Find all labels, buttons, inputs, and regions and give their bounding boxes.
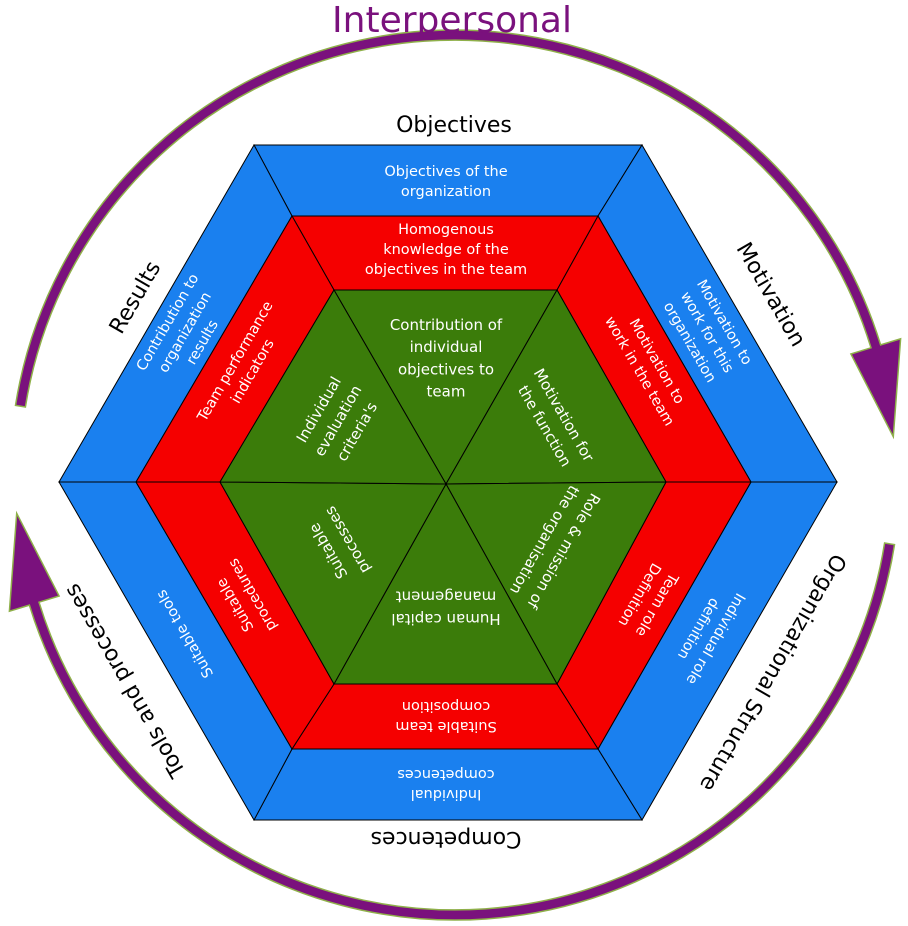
outer-ring-label-bottom: Individual competences bbox=[397, 766, 494, 802]
segment-label-line: Contribution of bbox=[390, 316, 503, 334]
inner-core-label-top: Contribution of individual objectives to te… bbox=[390, 316, 503, 400]
middle-ring bbox=[135, 214, 752, 750]
outer-ring-label-top: Objectives of the organization bbox=[384, 164, 507, 200]
middle-ring-label-bottom: Suitable team composition bbox=[395, 698, 496, 734]
cycle-arrows bbox=[8, 29, 902, 921]
outer-ring-bottom bbox=[253, 748, 643, 821]
middle-ring-label-top: Homogenous knowledge of the objectives in … bbox=[365, 222, 527, 278]
segment-label-line: objectives to bbox=[398, 360, 494, 378]
outer-ring-top bbox=[253, 144, 643, 217]
segment-label-line: Objectives of the bbox=[384, 164, 507, 180]
inner-core-top-left bbox=[219, 289, 447, 485]
cycle-arrow-upper bbox=[14, 29, 902, 440]
segment-label-line: Human capital bbox=[391, 610, 500, 628]
inner-core-label-bottom: Human capital management bbox=[391, 588, 500, 628]
axis-label-competences: Competences bbox=[371, 826, 522, 851]
outer-ring bbox=[58, 143, 838, 822]
inner-core bbox=[219, 288, 667, 686]
diagram-title: Interpersonal bbox=[332, 0, 572, 41]
cycle-arrow-lower bbox=[8, 510, 896, 921]
middle-ring-bottom bbox=[291, 683, 599, 750]
segment-label-line: objectives in the team bbox=[365, 262, 527, 278]
segment-label-line: organization bbox=[401, 184, 491, 200]
segment-label-line: team bbox=[427, 382, 466, 400]
segment-label-line: composition bbox=[402, 698, 490, 714]
segment-label-line: management bbox=[396, 588, 497, 606]
axis-label-objectives: Objectives bbox=[396, 113, 512, 138]
segment-label-line: individual bbox=[410, 338, 483, 356]
segment-label-line: Suitable team bbox=[395, 718, 496, 734]
segment-label-line: Homogenous bbox=[398, 222, 494, 238]
segment-label-line: knowledge of the bbox=[383, 242, 509, 258]
segment-label-line: competences bbox=[397, 766, 494, 782]
segment-label-line: Individual bbox=[411, 786, 482, 802]
